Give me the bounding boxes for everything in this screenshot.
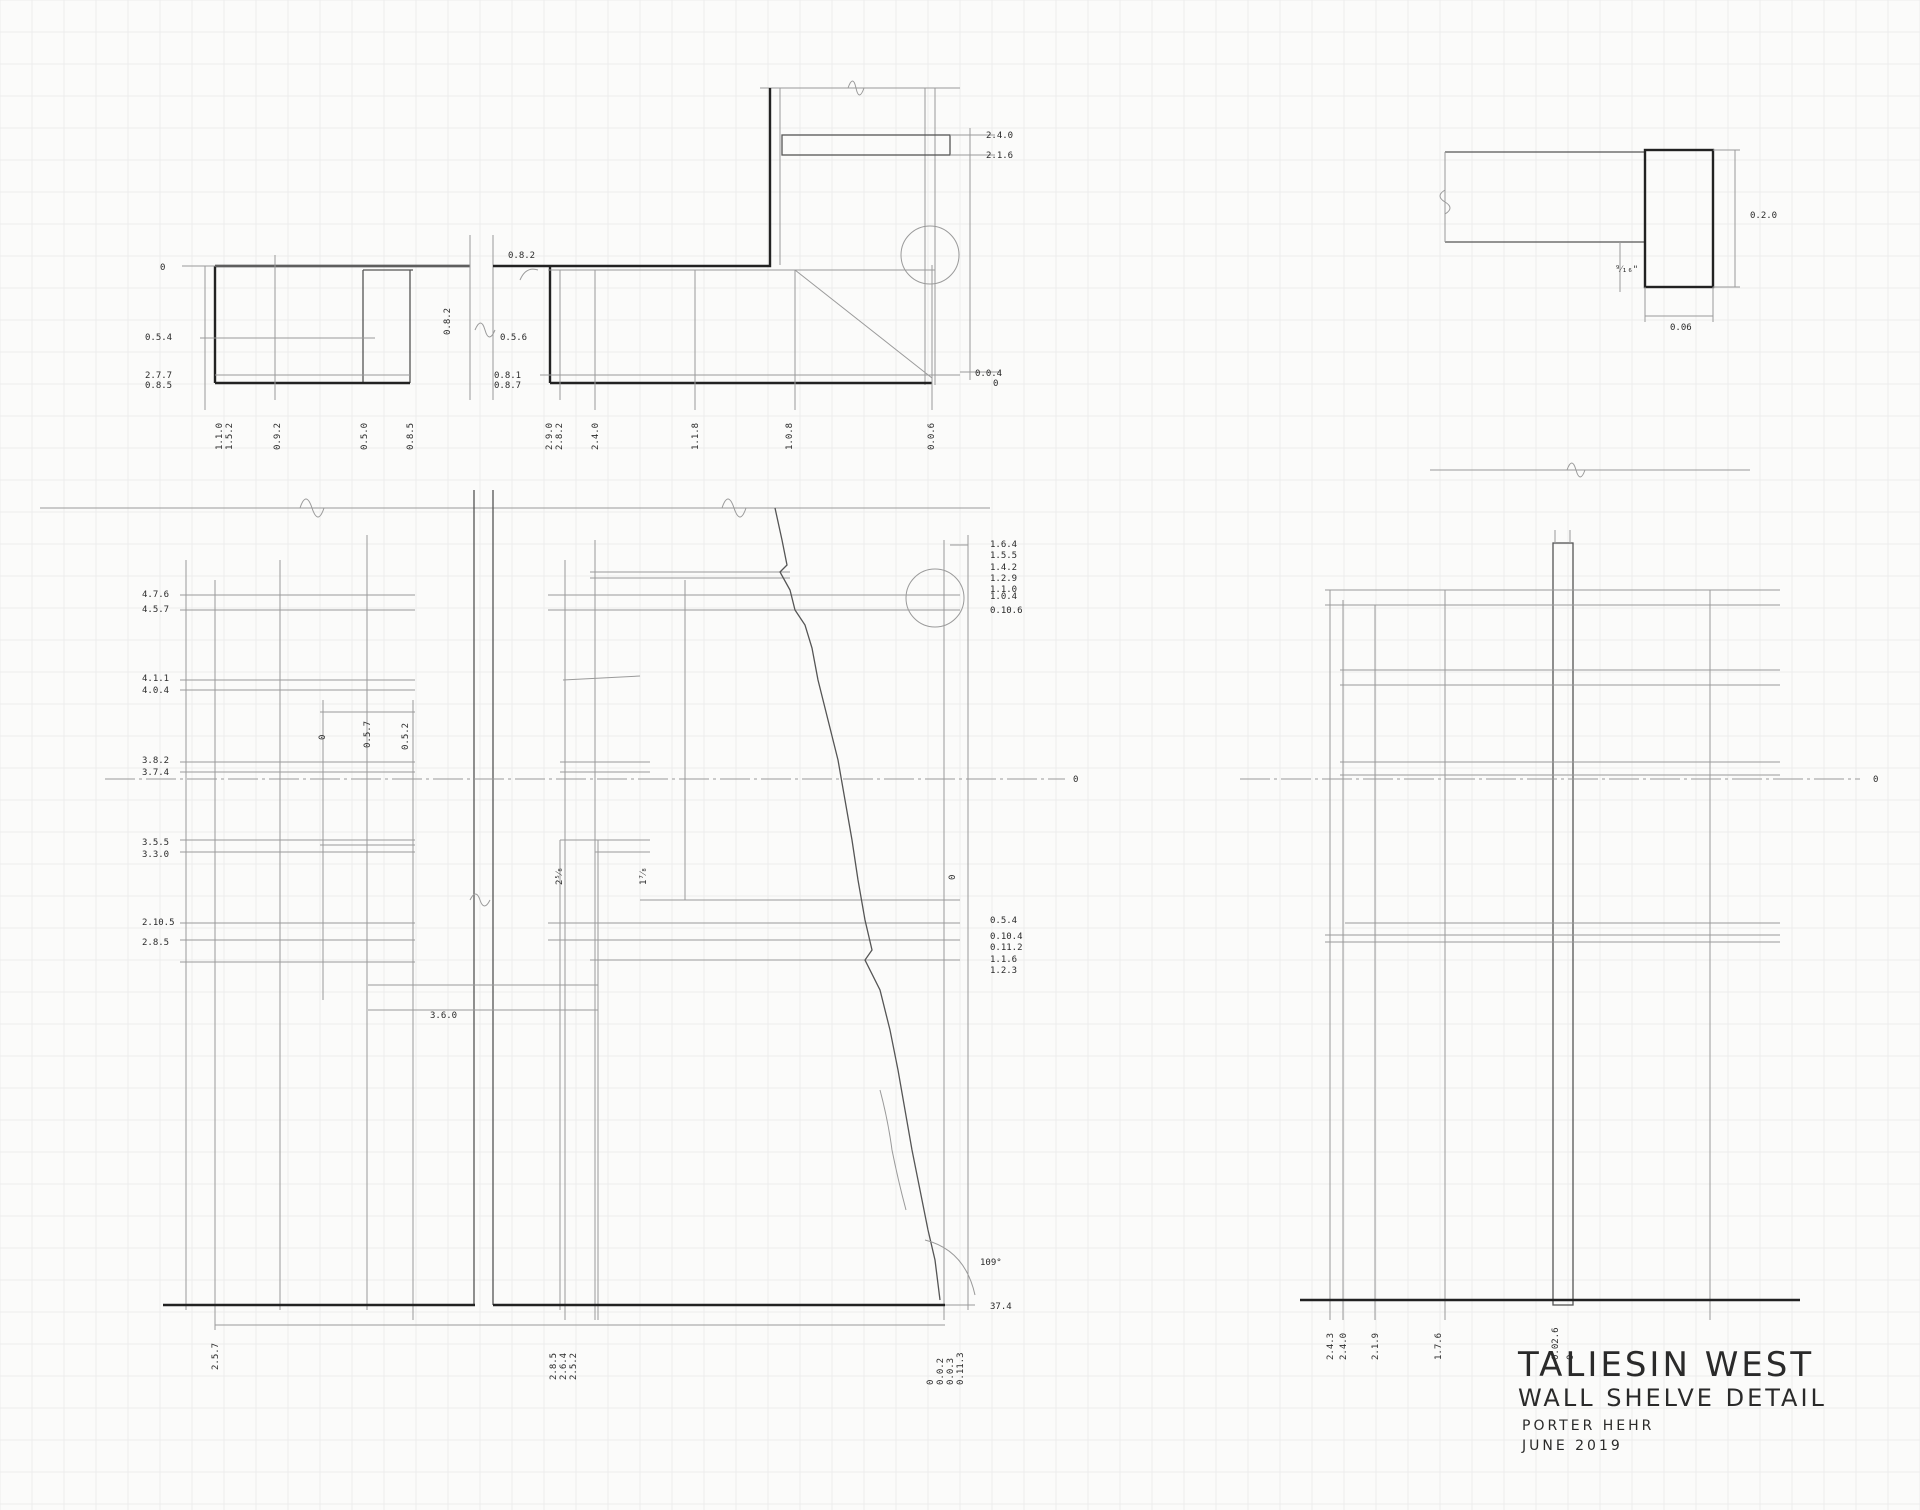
elevation-base-label: 37.4 [990, 1302, 1012, 1312]
plan-tick-label: 1.0.8 [785, 423, 795, 450]
plan-break-label: 0.8.1 [494, 371, 521, 381]
plan-break-label: 0.8.7 [494, 381, 521, 391]
elevation-level-label: 0.5.4 [990, 916, 1017, 926]
elevation-level-label: 1.1.6 [990, 955, 1017, 965]
elevation-level-label: 1.4.2 [990, 563, 1017, 573]
elevation-level-label: 0.11.2 [990, 943, 1023, 953]
elevation-inner-label: 0 [318, 735, 328, 740]
drawing-date: JUNE 2019 [1521, 1438, 1623, 1454]
plan-tick-label: 0.0.6 [927, 423, 937, 450]
elevation-tick-label: 0 [926, 1380, 936, 1385]
elevation-span-label: 3.6.0 [430, 1011, 457, 1021]
side-centerline-zero-label: 0 [1873, 775, 1878, 785]
elevation-level-label: 4.1.1 [142, 674, 169, 684]
elevation-level-label: 1.5.5 [990, 551, 1017, 561]
elevation-level-label: 1.0.4 [990, 592, 1017, 602]
side-post [1552, 542, 1574, 1306]
plan-level-label: 2.4.0 [986, 131, 1013, 141]
elevation-level-label: 0.10.4 [990, 932, 1023, 942]
elevation-inner-label: 1⁷⁄₈ [639, 867, 649, 885]
plan-tick-label: 1.5.2 [225, 423, 235, 450]
plan-tick-label: 0.8.5 [406, 423, 416, 450]
plan-level-label: 2.7.7 [145, 371, 172, 381]
elevation-level-label: 4.7.6 [142, 590, 169, 600]
plan-level-label: 2.1.6 [986, 151, 1013, 161]
plan-level-label: 0.0.4 [975, 369, 1002, 379]
elevation-level-label: 2.10.5 [142, 918, 175, 928]
plan-level-label: 0.5.4 [145, 333, 172, 343]
plan-tick-label: 2.4.0 [591, 423, 601, 450]
plan-origin-label: 0 [160, 263, 165, 273]
elevation-level-label: 3.3.0 [142, 850, 169, 860]
plan-tick-label: 0.9.2 [273, 423, 283, 450]
centerline-zero-label: 0 [1073, 775, 1078, 785]
side-tick-label: 2.4.0 [1339, 1333, 1349, 1360]
elevation-level-label: 0.10.6 [990, 606, 1023, 616]
side-tick-label: 2.1.9 [1371, 1333, 1381, 1360]
side-elevation [1240, 462, 1860, 1320]
title-block: TALIESIN WEST WALL SHELVE DETAIL PORTER … [1517, 1345, 1827, 1454]
elevation-tick-label: 2.5.2 [569, 1353, 579, 1380]
section-detail [1439, 148, 1740, 322]
project-title: TALIESIN WEST [1517, 1345, 1814, 1385]
side-tick-label: 2.4.3 [1326, 1333, 1336, 1360]
elevation-tick-label: 0.0.3 [946, 1358, 956, 1385]
plan-shelf [781, 134, 951, 156]
elevation-tick-label: 0.0.2 [936, 1358, 946, 1385]
side-tick-label: 0.02.6 [1551, 1327, 1561, 1360]
plan-level-label: 0 [993, 379, 998, 389]
elevation-level-label: 3.8.2 [142, 756, 169, 766]
angle-arc [924, 1239, 976, 1296]
break-mark-icon [1566, 462, 1586, 478]
elevation-note-label: 0 [948, 875, 958, 880]
plan-tick-label: 1.1.8 [691, 423, 701, 450]
plan-level-label: 0.8.5 [145, 381, 172, 391]
break-mark-icon [847, 80, 865, 96]
break-mark-icon [1439, 189, 1451, 215]
section-shelf-profile [1643, 148, 1715, 289]
author-name: PORTER HEHR [1522, 1418, 1654, 1434]
plan-wall-outline [550, 88, 772, 268]
plan-break-label: 0.8.2 [508, 251, 535, 261]
section-height-label: 0.2.0 [1750, 211, 1777, 221]
plan-break-label: 0.5.6 [500, 333, 527, 343]
elevation-level-label: 4.0.4 [142, 686, 169, 696]
plan-tick-label: 0.5.0 [360, 423, 370, 450]
elevation-level-label: 2.8.5 [142, 938, 169, 948]
rock-profile-line [774, 507, 941, 1301]
elevation-detail-circle [905, 568, 965, 628]
side-tick-label: 0 [1566, 1355, 1576, 1360]
plan-detail-circle [900, 225, 960, 285]
elevation-angle-label: 109° [980, 1258, 1002, 1268]
elevation-tick-label: 0.11.3 [956, 1352, 966, 1385]
break-mark-icon [299, 498, 325, 518]
elevation-level-label: 4.5.7 [142, 605, 169, 615]
elevation-inner-label: 0.5.7 [363, 721, 373, 748]
plan-break-label: 0.8.2 [443, 308, 453, 335]
sheet-title: WALL SHELVE DETAIL [1518, 1384, 1827, 1412]
elevation-tick-label: 2.8.5 [549, 1353, 559, 1380]
elevation-tick-label: 2.5.7 [211, 1343, 221, 1370]
plan-tick-label: 1.1.0 [215, 423, 225, 450]
elevation-level-label: 1.2.9 [990, 574, 1017, 584]
elevation-level-label: 3.5.5 [142, 838, 169, 848]
elevation-inner-label: 2⁵⁄₈ [555, 867, 565, 885]
elevation-inner-label: 0.5.2 [401, 723, 411, 750]
elevation-level-label: 1.1.0 [990, 585, 1017, 595]
plan-tick-label: 2.9.0 [545, 423, 555, 450]
section-small-label: ⁹⁄₁₆" [1615, 265, 1638, 275]
plan-tick-label: 2.8.2 [555, 423, 565, 450]
side-tick-label: 1.7.6 [1434, 1333, 1444, 1360]
section-depth-label: 0.06 [1670, 323, 1692, 333]
front-elevation [40, 490, 1065, 1330]
plan-view [182, 80, 1000, 410]
elevation-tick-label: 2.6.4 [559, 1353, 569, 1380]
elevation-level-label: 1.2.3 [990, 966, 1017, 976]
elevation-level-label: 1.6.4 [990, 540, 1017, 550]
elevation-level-label: 3.7.4 [142, 768, 169, 778]
